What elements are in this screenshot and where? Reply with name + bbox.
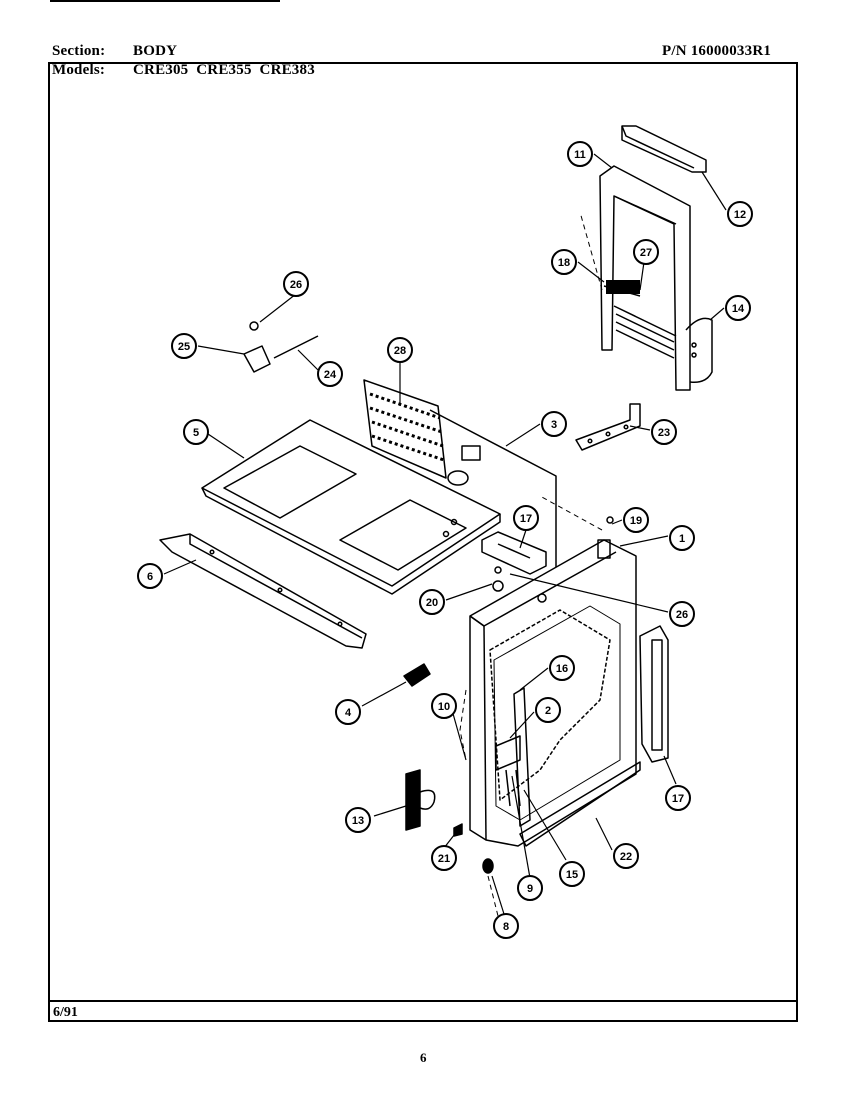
- callout: 11: [567, 141, 593, 167]
- callout-label: 26: [290, 279, 302, 291]
- callout: 18: [551, 249, 577, 275]
- part-number: P/N 16000033R1: [662, 43, 772, 59]
- callout-label: 20: [426, 597, 438, 609]
- callouts: 11 12 18 27 14 26 25 24 28 5 3 23 17 19 …: [137, 141, 753, 939]
- callout-label: 16: [556, 663, 568, 675]
- callout: 27: [633, 239, 659, 265]
- callout-label: 13: [352, 815, 364, 827]
- callout-label: 19: [630, 515, 642, 527]
- callout: 10: [431, 693, 457, 719]
- callout-label: 15: [566, 869, 578, 881]
- callout: 26: [669, 601, 695, 627]
- part-side-bracket: [685, 317, 713, 384]
- callout: 23: [651, 419, 677, 445]
- part-upper-bracket: [481, 531, 547, 575]
- page-number: 6: [420, 1050, 427, 1065]
- models-value: CRE305 CRE355 CRE383: [133, 62, 315, 78]
- part-screw: [403, 663, 431, 687]
- callout-label: 26: [676, 609, 688, 621]
- part-cooktop: [201, 419, 501, 595]
- part-switch: [405, 769, 436, 831]
- callout-label: 5: [193, 427, 199, 439]
- callout-label: 8: [503, 921, 509, 933]
- footer-divider: [48, 1000, 798, 1002]
- callout-label: 22: [620, 851, 632, 863]
- part-grommets: [492, 516, 614, 592]
- callout: 14: [725, 295, 751, 321]
- callout-label: 14: [732, 303, 745, 315]
- callout: 20: [419, 589, 445, 615]
- part-top-cap: [621, 125, 707, 173]
- callout-label: 27: [640, 247, 652, 259]
- callout-label: 25: [178, 341, 190, 353]
- part-rear-panel: [599, 165, 691, 391]
- callout: 5: [183, 419, 209, 445]
- callout-label: 17: [672, 793, 684, 805]
- callout-label: 12: [734, 209, 746, 221]
- leader-lines: [163, 153, 727, 915]
- callout: 26: [283, 271, 309, 297]
- callout: 3: [541, 411, 567, 437]
- top-rule: [50, 0, 280, 2]
- callout-label: 21: [438, 853, 450, 865]
- callout: 2: [535, 697, 561, 723]
- callout-label: 2: [545, 705, 551, 717]
- revision-date: 6/91: [53, 1005, 78, 1020]
- part-clip-assembly: [243, 321, 319, 373]
- callout: 13: [345, 807, 371, 833]
- callout-label: 24: [324, 369, 337, 381]
- callout: 17: [665, 785, 691, 811]
- section-value: BODY: [133, 43, 178, 59]
- callout-label: 17: [520, 513, 532, 525]
- part-angle-bracket: [575, 403, 641, 451]
- callout-label: 11: [574, 149, 586, 161]
- callout: 17: [513, 505, 539, 531]
- part-front-rail: [159, 533, 367, 649]
- part-hinge-bracket: [639, 625, 669, 763]
- callout: 15: [559, 861, 585, 887]
- callout-label: 10: [438, 701, 450, 713]
- callout: 6: [137, 563, 163, 589]
- callout: 4: [335, 699, 361, 725]
- callout: 19: [623, 507, 649, 533]
- part-insulation: [363, 379, 447, 479]
- callout-label: 18: [558, 257, 570, 269]
- callout-label: 9: [527, 883, 533, 895]
- callout-label: 28: [394, 345, 406, 357]
- callout-label: 3: [551, 419, 557, 431]
- callout-label: 6: [147, 571, 153, 583]
- models-label: Models:: [52, 62, 106, 78]
- callout: 22: [613, 843, 639, 869]
- callout: 1: [669, 525, 695, 551]
- callout: 12: [727, 201, 753, 227]
- callout: 21: [431, 845, 457, 871]
- callout: 24: [317, 361, 343, 387]
- part-side-panel: [469, 539, 637, 847]
- section-label: Section:: [52, 43, 106, 59]
- diagram-frame: [48, 62, 798, 1022]
- callout: 16: [549, 655, 575, 681]
- callout: 9: [517, 875, 543, 901]
- callout-label: 1: [679, 533, 685, 545]
- callout: 8: [493, 913, 519, 939]
- callout-label: 23: [658, 427, 670, 439]
- callout-label: 4: [345, 707, 352, 719]
- callout: 25: [171, 333, 197, 359]
- callout: 28: [387, 337, 413, 363]
